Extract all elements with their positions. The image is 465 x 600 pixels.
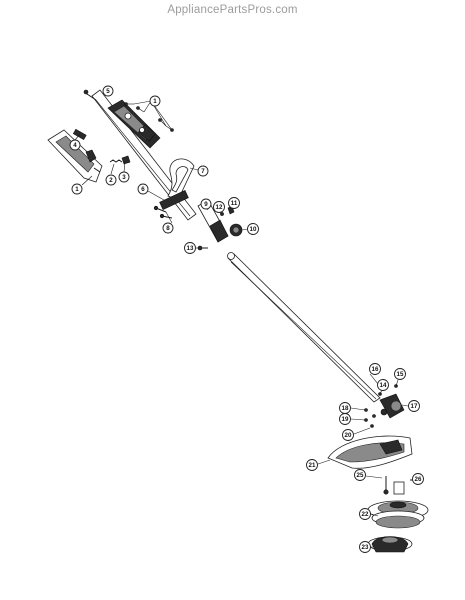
gear-head [379,393,405,419]
svg-text:26: 26 [415,476,422,483]
callout-1a: 1 [149,95,161,107]
svg-text:16: 16 [372,366,379,373]
svg-text:1: 1 [153,98,157,105]
svg-text:5: 5 [106,88,110,95]
svg-text:20: 20 [345,432,352,439]
callout-26: 26 [412,473,424,485]
housing-half [107,99,161,149]
coupler-screw [197,245,208,251]
callout-2: 2 [105,174,117,186]
svg-text:15: 15 [397,371,404,378]
svg-text:17: 17 [411,403,418,410]
callout-13: 13 [184,242,196,254]
callout-3: 3 [118,171,130,183]
callout-7: 7 [197,165,209,177]
callout-10: 10 [247,223,259,235]
svg-text:21: 21 [309,462,316,469]
svg-text:1: 1 [75,186,79,193]
callout-14: 14 [377,379,389,391]
svg-text:3: 3 [122,174,126,181]
callout-23: 23 [359,541,371,553]
switch-small-part [121,155,131,165]
callout-5: 5 [102,85,114,97]
callout-11: 11 [228,197,240,209]
power-cord-end [83,89,97,101]
lower-shaft [227,252,381,403]
svg-text:11: 11 [231,200,238,207]
switch-handle-cover [47,128,103,183]
svg-text:10: 10 [250,226,257,233]
svg-text:9: 9 [204,201,208,208]
callout-1b: 1 [71,183,83,195]
callout-6: 6 [137,183,149,195]
svg-text:2: 2 [109,177,113,184]
callout-16: 16 [369,363,381,375]
svg-text:7: 7 [201,168,205,175]
coupler-knob [229,223,249,237]
svg-text:18: 18 [342,405,349,412]
grass-guard [327,435,413,469]
svg-text:13: 13 [187,245,194,252]
spool-cap [367,536,413,553]
spool-hub [367,500,429,529]
callout-9: 9 [200,198,212,210]
assist-handle [159,158,199,210]
svg-text:25: 25 [357,472,364,479]
callout-8: 8 [162,222,174,234]
watermark: AppliancePartsPros.com [167,4,298,16]
svg-text:8: 8 [166,225,170,232]
callout-18: 18 [339,402,351,414]
callout-12: 12 [213,201,225,213]
callout-22: 22 [359,508,371,520]
svg-text:4: 4 [73,142,77,149]
callout-4: 4 [69,139,81,151]
callout-19: 19 [339,413,351,425]
callout-25: 25 [354,469,366,481]
callout-17: 17 [408,400,420,412]
cover-screw [93,167,101,173]
handle-bolts [153,205,173,219]
trigger-switch [85,149,97,163]
housing-screws [124,102,174,132]
callout-21: 21 [306,459,318,471]
callout-20: 20 [342,429,354,441]
svg-text:23: 23 [362,544,369,551]
callout-15: 15 [394,368,406,380]
svg-text:6: 6 [141,186,145,193]
gear-head-screws [364,384,398,428]
svg-text:19: 19 [342,416,349,423]
svg-text:14: 14 [380,382,387,389]
switch-spring [109,159,123,163]
svg-text:22: 22 [362,511,369,518]
svg-text:12: 12 [216,204,223,211]
